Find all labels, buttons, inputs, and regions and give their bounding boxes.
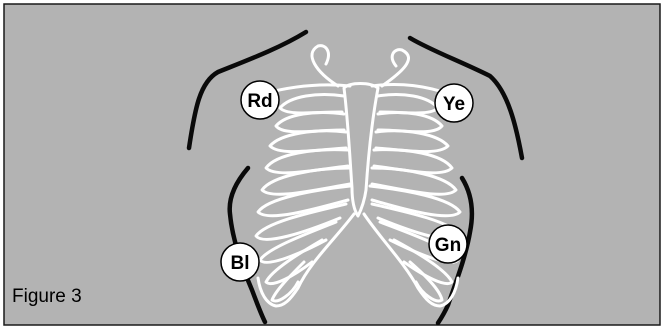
electrode-rd: Rd <box>241 81 279 119</box>
electrode-ye-label: Ye <box>443 94 465 115</box>
electrode-gn-label: Gn <box>435 235 461 256</box>
electrode-bl-label: Bl <box>231 253 250 274</box>
electrode-rd-label: Rd <box>247 91 272 112</box>
figure-caption: Figure 3 <box>12 286 82 308</box>
electrode-bl: Bl <box>221 243 259 281</box>
electrode-ye: Ye <box>435 84 473 122</box>
electrode-gn: Gn <box>429 225 467 263</box>
diagram-background <box>4 4 660 325</box>
